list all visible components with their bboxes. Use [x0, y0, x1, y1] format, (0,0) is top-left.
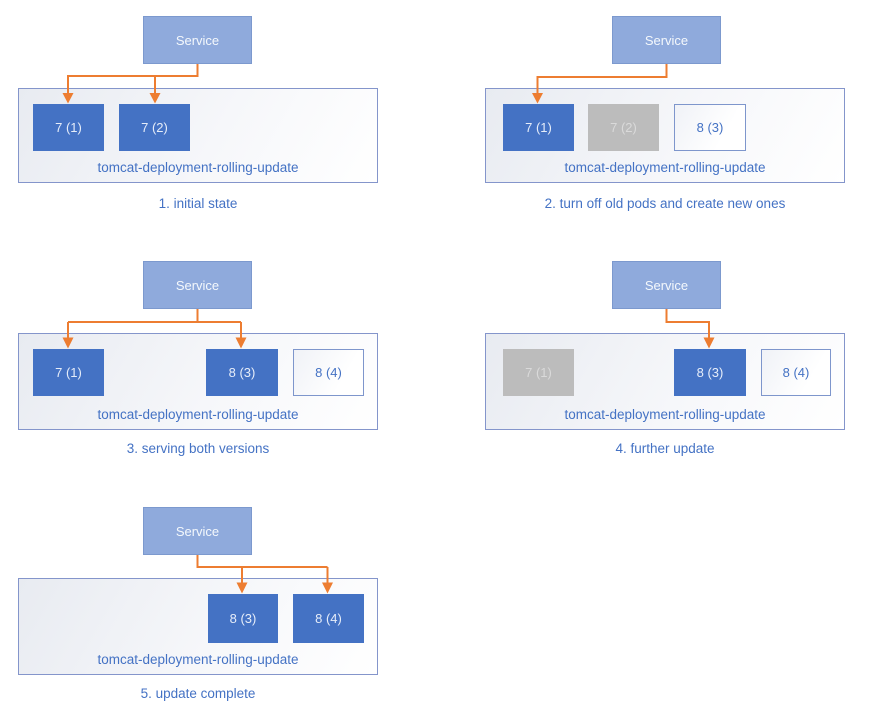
pod: 7 (1) — [33, 349, 104, 396]
step-caption: 5. update complete — [140, 686, 256, 701]
pod-label: 8 (3) — [228, 365, 256, 380]
service-label: Service — [175, 32, 220, 48]
pod: 7 (1) — [503, 349, 574, 396]
pod-label: 7 (1) — [55, 120, 82, 135]
pod-label: 8 (4) — [315, 611, 342, 626]
deployment-name-label: tomcat-deployment-rolling-update — [564, 160, 766, 175]
deployment-box: 7 (1) 8 (3) 8 (4) tomcat-deployment-roll… — [18, 333, 378, 430]
pod-label: 7 (2) — [141, 120, 168, 135]
pod-label: 7 (1) — [525, 365, 552, 380]
pod: 7 (1) — [503, 104, 574, 151]
pod-label: 7 (1) — [525, 120, 552, 135]
pod-label: 8 (3) — [696, 120, 724, 135]
pod: 8 (4) — [293, 349, 364, 396]
pod-label: 8 (4) — [782, 365, 810, 380]
service-box: Service — [143, 16, 252, 64]
step-caption: 4. further update — [615, 441, 715, 456]
service-box: Service — [612, 261, 721, 309]
pod: 7 (2) — [588, 104, 659, 151]
deployment-name-label: tomcat-deployment-rolling-update — [97, 407, 299, 422]
service-label: Service — [644, 277, 689, 293]
service-label: Service — [175, 277, 220, 293]
pod-label: 8 (3) — [229, 611, 257, 626]
step-caption: 1. initial state — [158, 196, 238, 211]
deployment-box: 7 (1) 8 (3) 8 (4) tomcat-deployment-roll… — [485, 333, 845, 430]
pod-label: 8 (3) — [696, 365, 724, 380]
deployment-box: 8 (3) 8 (4) tomcat-deployment-rolling-up… — [18, 578, 378, 675]
step-caption: 2. turn off old pods and create new ones — [544, 196, 786, 211]
step-caption: 3. serving both versions — [126, 441, 270, 456]
deployment-box: 7 (1) 7 (2) tomcat-deployment-rolling-up… — [18, 88, 378, 183]
deployment-name-label: tomcat-deployment-rolling-update — [97, 652, 299, 667]
pod: 8 (4) — [761, 349, 831, 396]
service-box: Service — [143, 507, 252, 555]
pod-label: 8 (4) — [315, 365, 342, 380]
pod: 8 (4) — [293, 594, 364, 643]
deployment-box: 7 (1) 7 (2) 8 (3) tomcat-deployment-roll… — [485, 88, 845, 183]
service-label: Service — [644, 32, 689, 48]
pod: 8 (3) — [206, 349, 278, 396]
service-box: Service — [143, 261, 252, 309]
pod: 7 (2) — [119, 104, 190, 151]
service-box: Service — [612, 16, 721, 64]
deployment-name-label: tomcat-deployment-rolling-update — [97, 160, 299, 175]
pod: 7 (1) — [33, 104, 104, 151]
service-label: Service — [175, 523, 220, 539]
pod-label: 7 (2) — [610, 120, 637, 135]
pod: 8 (3) — [674, 349, 746, 396]
pod: 8 (3) — [208, 594, 278, 643]
pod-label: 7 (1) — [55, 365, 82, 380]
deployment-name-label: tomcat-deployment-rolling-update — [564, 407, 766, 422]
pod: 8 (3) — [674, 104, 746, 151]
